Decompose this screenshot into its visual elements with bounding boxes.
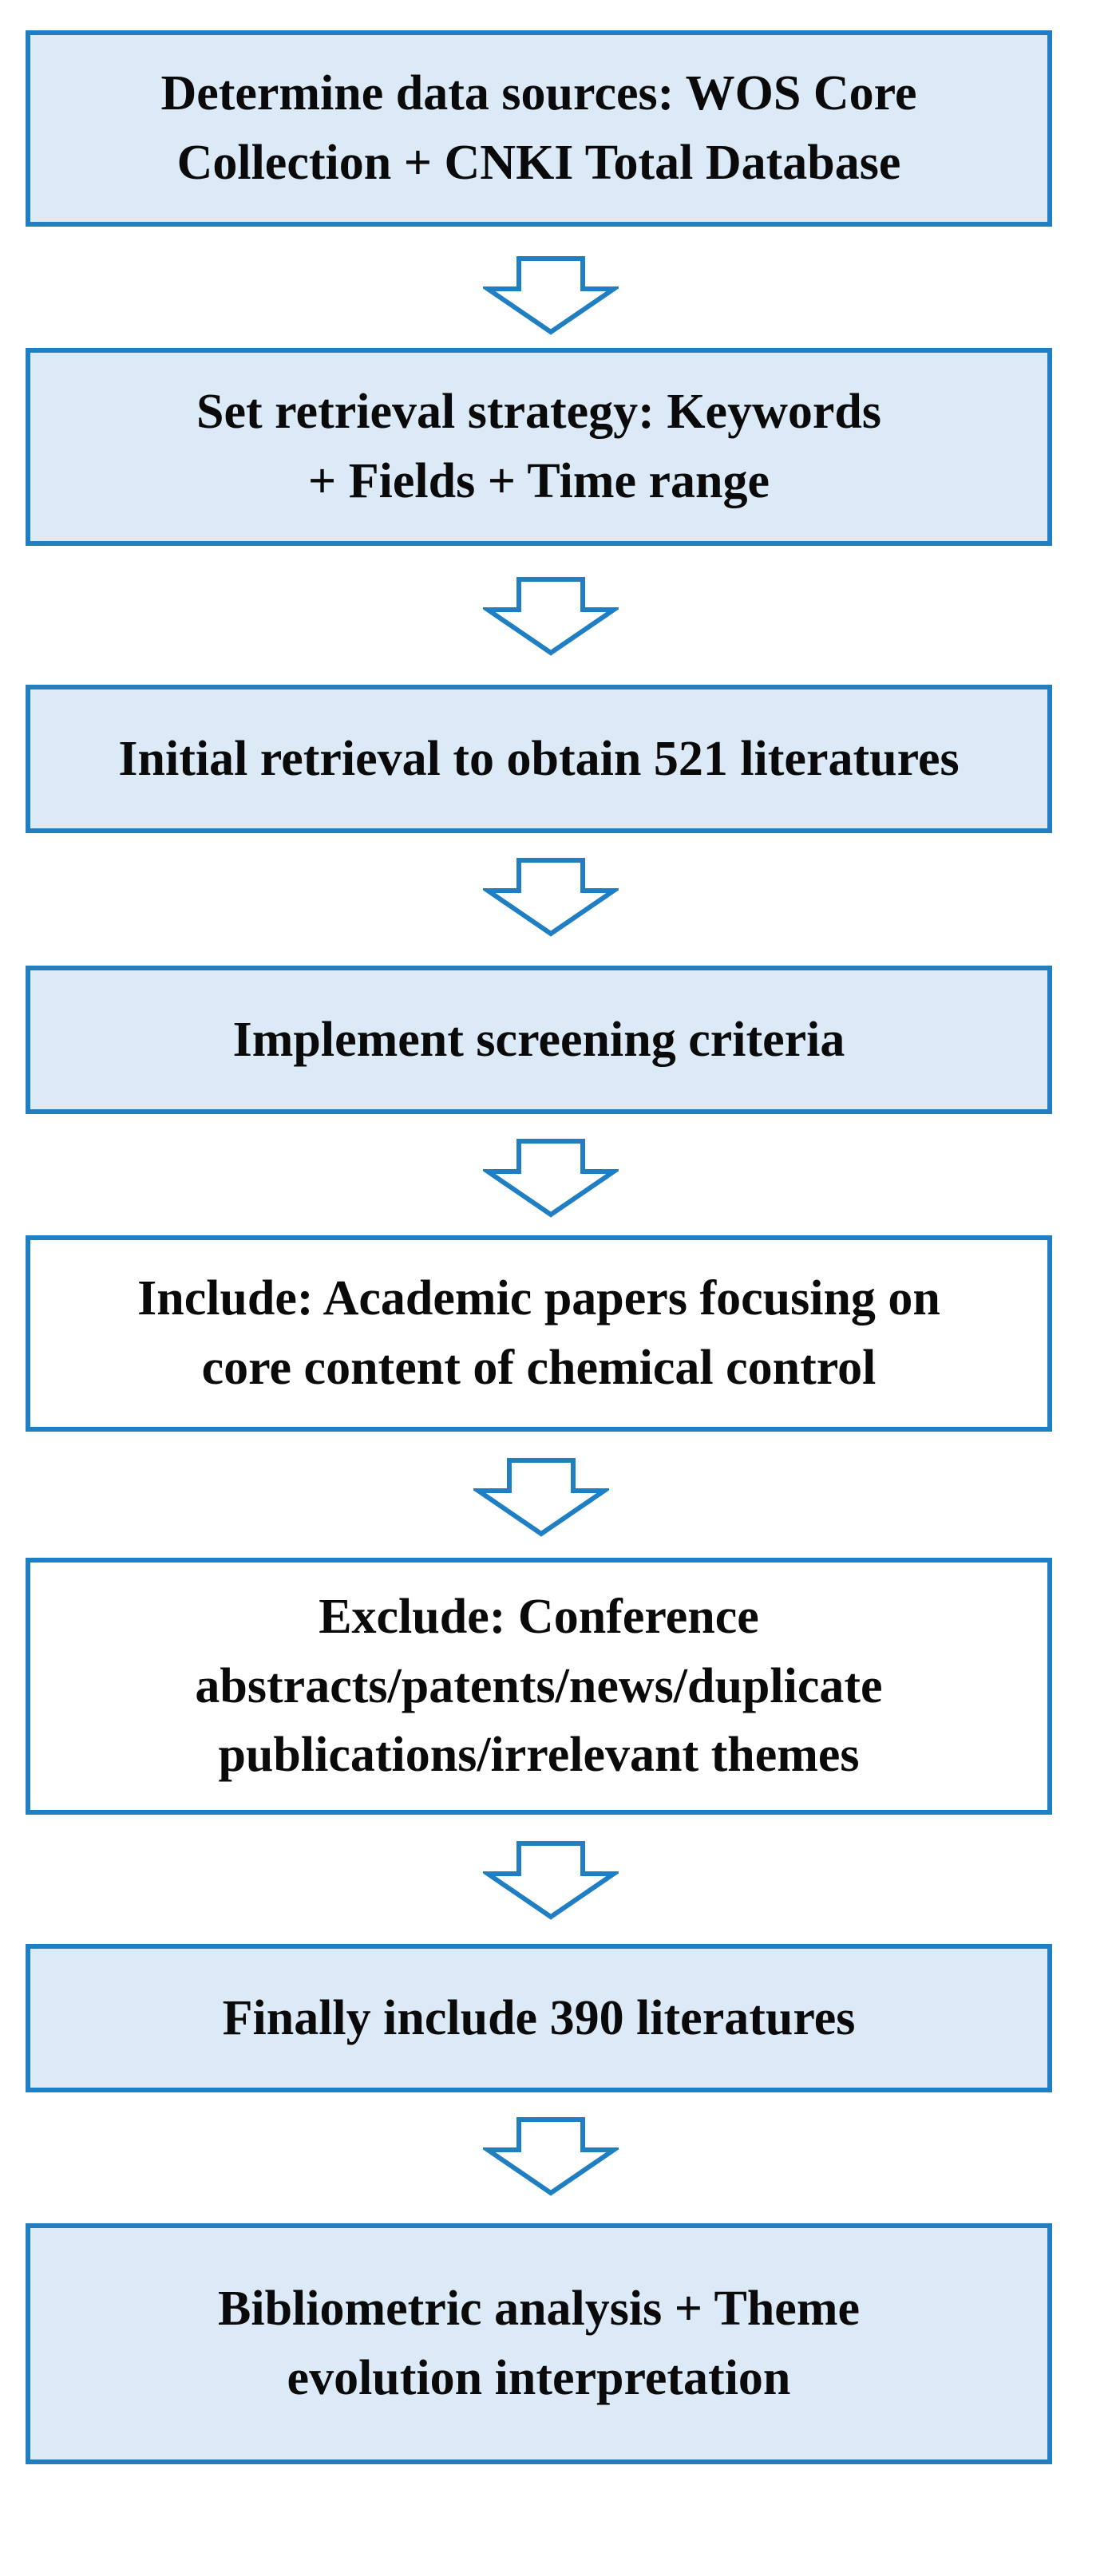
down-arrow-icon <box>483 256 619 335</box>
down-arrow-icon <box>483 1139 619 1218</box>
flow-step-label: Initial retrieval to obtain 521 literatu… <box>118 731 960 786</box>
down-arrow-icon <box>483 1841 619 1920</box>
flow-step-final-include: Finally include 390 literatures <box>26 1944 1052 2092</box>
flow-step-initial-retrieval: Initial retrieval to obtain 521 literatu… <box>26 685 1052 833</box>
flow-step-analysis: Bibliometric analysis + Theme evolution … <box>26 2223 1052 2464</box>
flow-step-exclude: Exclude: Conference abstracts/patents/ne… <box>26 1558 1052 1815</box>
down-arrow-icon <box>483 2117 619 2196</box>
down-arrow-icon <box>483 858 619 937</box>
flow-step-label: Set retrieval strategy: Keywords + Field… <box>196 385 881 508</box>
flow-step-screening-criteria: Implement screening criteria <box>26 966 1052 1114</box>
flow-step-label: Determine data sources: WOS Core Collect… <box>160 66 917 190</box>
flow-step-label: Include: Academic papers focusing on cor… <box>137 1271 940 1395</box>
flow-step-data-sources: Determine data sources: WOS Core Collect… <box>26 30 1052 227</box>
down-arrow-icon <box>473 1458 609 1537</box>
flow-step-label: Exclude: Conference abstracts/patents/ne… <box>195 1589 883 1783</box>
flow-step-label: Implement screening criteria <box>232 1012 845 1067</box>
flow-step-label: Bibliometric analysis + Theme evolution … <box>217 2282 860 2405</box>
flow-step-include: Include: Academic papers focusing on cor… <box>26 1235 1052 1432</box>
flow-step-retrieval-strategy: Set retrieval strategy: Keywords + Field… <box>26 348 1052 546</box>
down-arrow-icon <box>483 577 619 656</box>
flow-step-label: Finally include 390 literatures <box>222 1990 856 2045</box>
